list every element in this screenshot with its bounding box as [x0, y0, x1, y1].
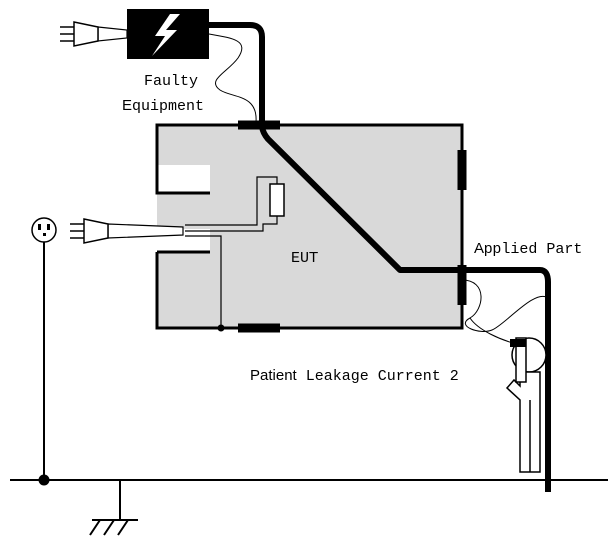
slot-upper — [155, 165, 210, 195]
fe-thin-wire — [208, 33, 257, 123]
internal-circuit — [185, 176, 285, 332]
faulty-label-line1: Faulty — [144, 73, 198, 90]
eut-enclosure — [155, 120, 467, 333]
fault-conductor — [209, 22, 551, 492]
eut-label: EUT — [291, 249, 318, 267]
enclosure-body — [157, 125, 462, 328]
wall-outlet-icon — [31, 217, 57, 243]
ground-symbol-icon — [89, 480, 138, 536]
patient-thin-wire — [469, 317, 521, 346]
patient-leakage-label: Patient Leakage Current 2 — [250, 367, 459, 385]
applied-part-thin-wire — [461, 279, 549, 332]
internal-wire-top — [185, 176, 278, 226]
mains-cord — [70, 218, 184, 244]
internal-wire-bottom — [185, 216, 278, 232]
faulty-equipment — [60, 9, 257, 123]
cord-body — [107, 223, 184, 239]
applied-part-label: Applied Part — [474, 240, 582, 258]
power-plug-icon — [83, 218, 109, 244]
power-plug-icon — [73, 21, 99, 47]
internal-ground-wire — [185, 235, 222, 328]
lightning-bolt-icon — [152, 14, 180, 56]
fe-cord-left — [97, 26, 128, 42]
enclosure-outline — [155, 123, 464, 330]
patient-figure-icon — [505, 337, 547, 473]
faulty-label-line2: Equipment — [122, 97, 204, 115]
ground-node — [217, 324, 225, 332]
internal-resistor — [269, 183, 285, 217]
